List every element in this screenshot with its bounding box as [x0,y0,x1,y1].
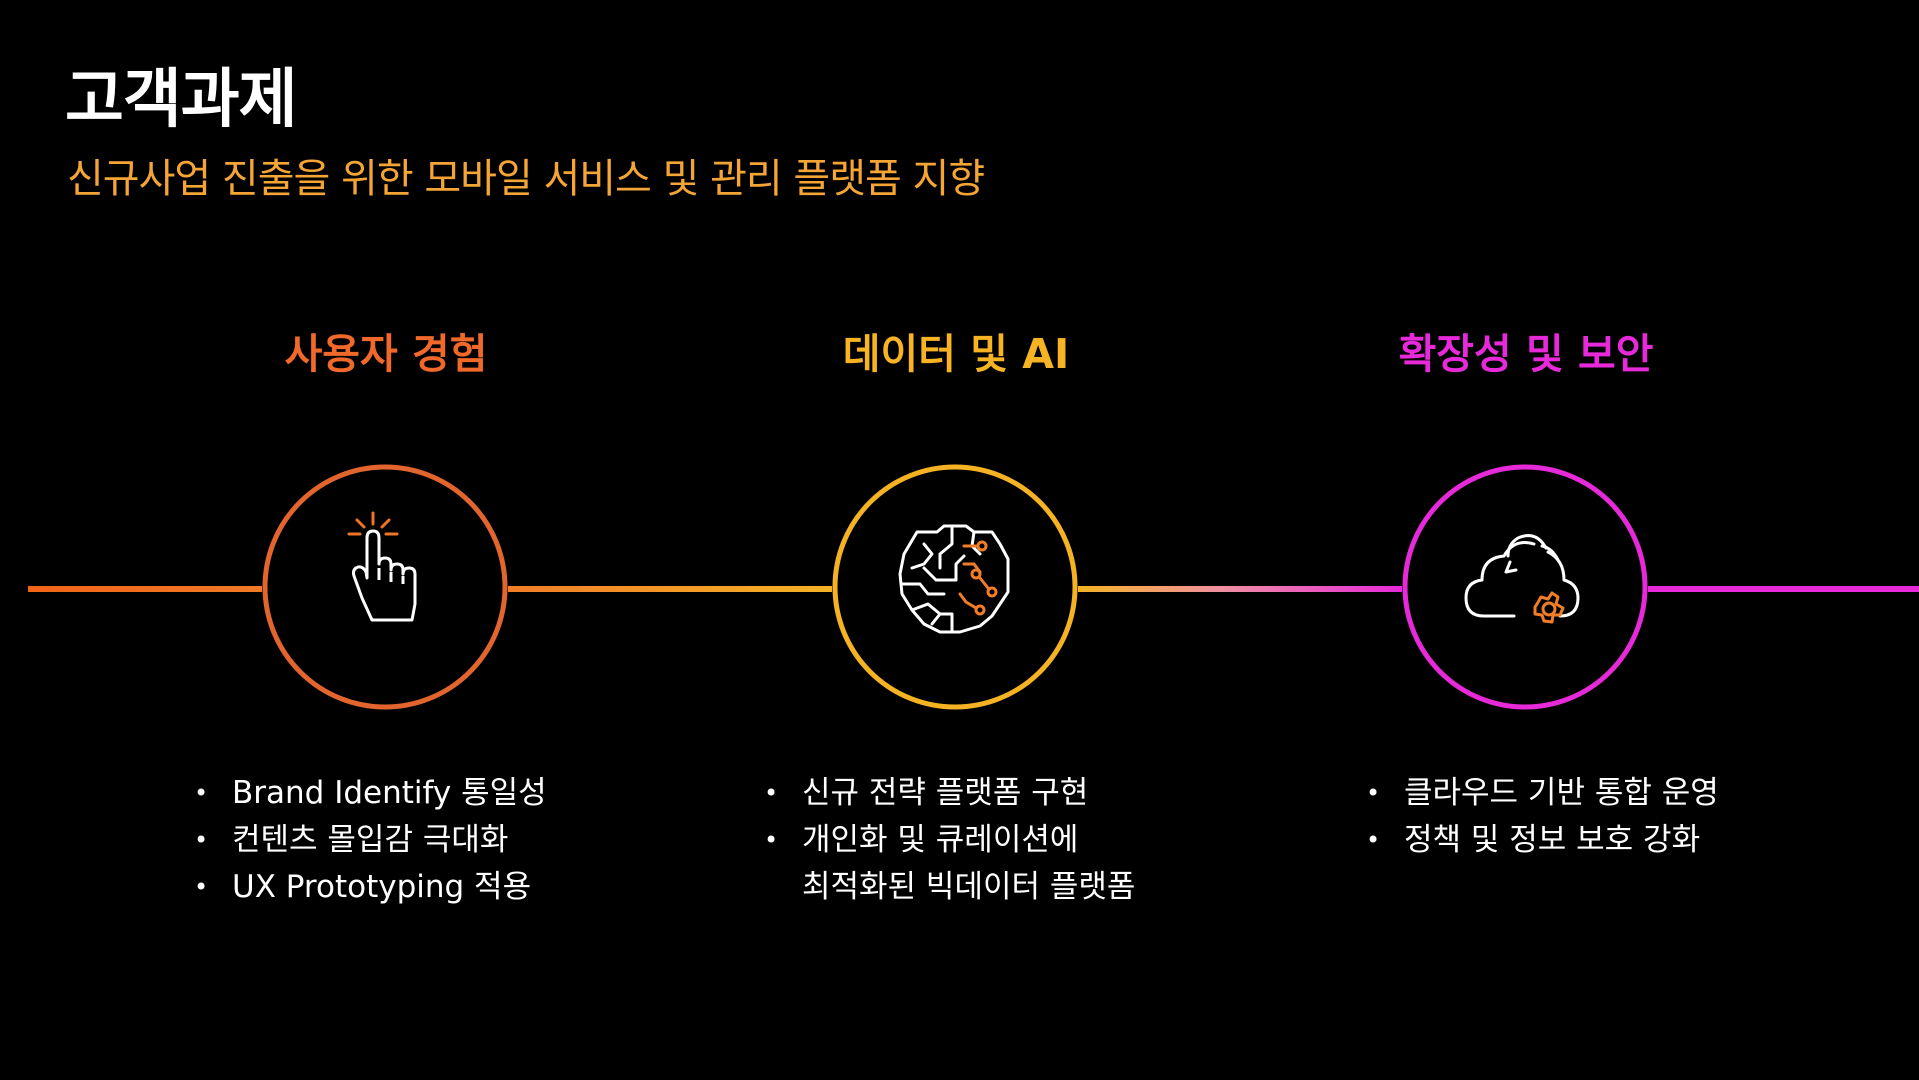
user-experience-bullets: Brand Identify 통일성 컨텐츠 몰입감 극대화 UX Protot… [194,770,547,911]
page-title: 고객과제 [65,63,298,137]
list-item: 컨텐츠 몰입감 극대화 [194,817,547,864]
pointing-hand-icon [347,511,417,622]
list-item-continuation: 최적화된 빅데이터 플랫폼 [802,869,1136,905]
list-item: 정책 및 정보 보호 강화 [1366,817,1719,864]
list-item: UX Prototyping 적용 [194,864,547,911]
list-item: Brand Identify 통일성 [194,770,547,817]
list-item: 클라우드 기반 통합 운영 [1366,770,1719,817]
heading-data-ai: 데이터 및 AI [842,330,1070,378]
page-subtitle: 신규사업 진출을 위한 모바일 서비스 및 관리 플랫폼 지향 [67,156,985,202]
heading-user-experience: 사용자 경험 [284,330,488,378]
scalability-security-bullets: 클라우드 기반 통합 운영 정책 및 정보 보호 강화 [1366,770,1719,864]
brain-circuit-icon [898,524,1010,634]
list-item-line: 개인화 및 큐레이션에 [802,822,1079,858]
user-experience-circle [262,464,508,710]
heading-scalability-security: 확장성 및 보안 [1398,330,1654,378]
scalability-security-circle [1402,464,1648,710]
list-item: 신규 전략 플랫폼 구현 [764,770,1135,817]
cloud-gear-icon [1464,534,1580,624]
data-ai-circle [832,464,1078,710]
